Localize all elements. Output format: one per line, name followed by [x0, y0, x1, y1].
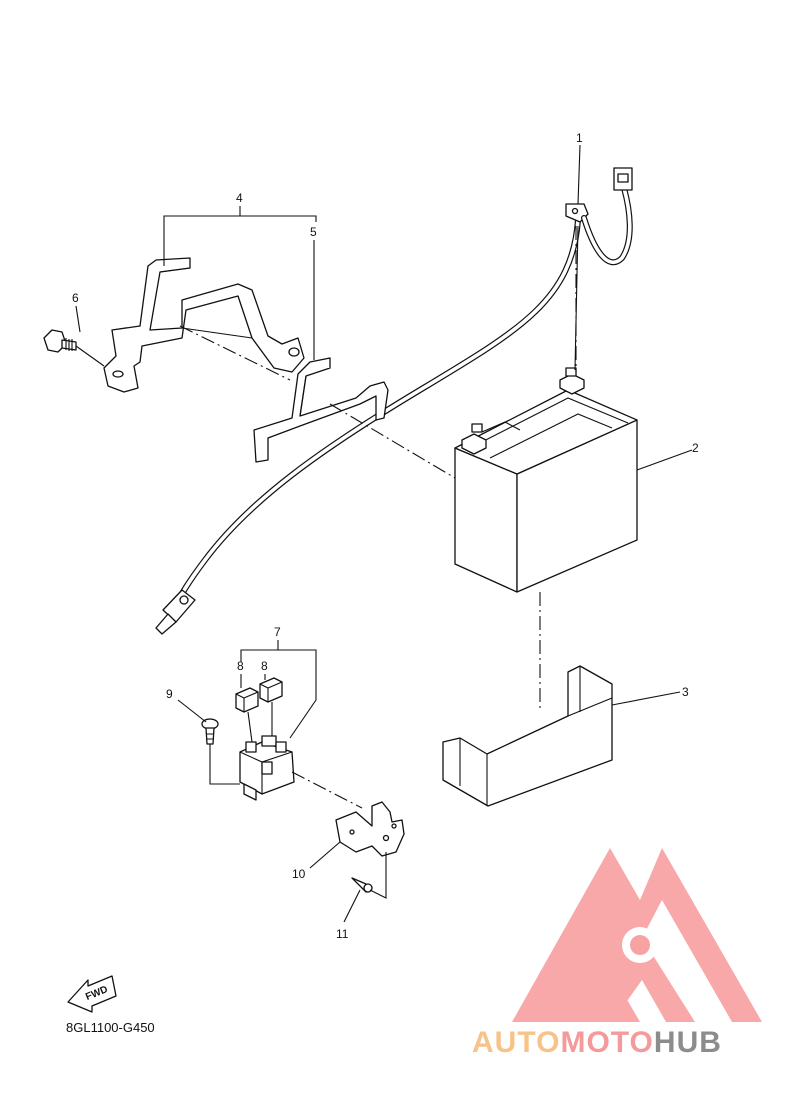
- callout-9: 9: [166, 687, 173, 701]
- fwd-arrow: FWD: [67, 975, 117, 1013]
- battery-part-2: [454, 367, 638, 593]
- callout-4: 4: [236, 191, 243, 205]
- rivet-part-11: [351, 877, 373, 893]
- bracket-part-4: [103, 257, 305, 393]
- bracket-part-5: [253, 357, 389, 463]
- watermark-text-hub: HUB: [654, 1026, 722, 1059]
- callout-8b: 8: [261, 659, 268, 673]
- battery-box-part-3: [442, 665, 613, 807]
- callout-1: 1: [576, 131, 583, 145]
- callout-5: 5: [310, 225, 317, 239]
- svg-text:AUTOMOTOHUB: AUTOMOTOHUB: [472, 1026, 722, 1059]
- diagram-code: 8GL1100-G450: [66, 1020, 155, 1035]
- callout-8a: 8: [237, 659, 244, 673]
- watermark-text-moto: MOTO: [560, 1026, 653, 1059]
- leader-lines: [75, 144, 693, 923]
- relay-bracket-part-10: [335, 801, 405, 857]
- starter-relay-part-7: [239, 735, 295, 801]
- callout-11: 11: [336, 927, 349, 941]
- callout-7: 7: [274, 625, 281, 639]
- fuse-part-8b: [259, 677, 283, 703]
- battery-cable-part-1: [155, 167, 633, 635]
- callout-3: 3: [682, 685, 689, 699]
- callout-6: 6: [72, 291, 79, 305]
- watermark-text-auto: AUTO: [472, 1026, 560, 1059]
- callout-labels: 1 2 3 4 5 6 7 8 8 9 10 11: [72, 131, 699, 941]
- callout-2: 2: [692, 441, 699, 455]
- fuse-part-8a: [235, 687, 259, 713]
- screw-part-9: [201, 718, 219, 745]
- watermark-logo: AUTOMOTOHUB: [472, 848, 762, 1059]
- callout-10: 10: [292, 867, 306, 881]
- bolt-part-6: [43, 329, 77, 353]
